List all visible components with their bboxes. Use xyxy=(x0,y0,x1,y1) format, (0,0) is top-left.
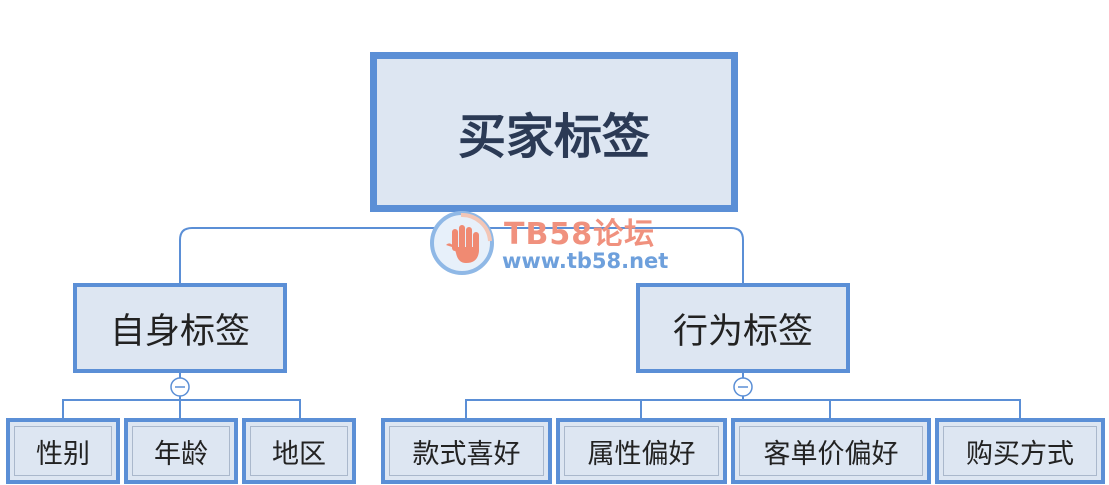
leaf-label-purchase-method: 购买方式 xyxy=(966,438,1074,470)
watermark-title: TB58论坛 xyxy=(504,217,656,252)
collapse-toggle-left[interactable] xyxy=(170,377,190,397)
right-branch-bar xyxy=(465,399,1021,418)
leaf-label-region: 地区 xyxy=(272,438,326,470)
leaf-label-gender: 性别 xyxy=(36,438,90,470)
branch-label-behavior: 行为标签 xyxy=(672,311,813,352)
leaf-label-style-preference: 款式喜好 xyxy=(412,438,521,470)
leaf-label-price-preference: 客单价偏好 xyxy=(763,438,899,470)
collapse-toggle-right[interactable] xyxy=(733,377,753,397)
leaf-label-attribute-preference: 属性偏好 xyxy=(587,438,696,470)
branch-label-self: 自身标签 xyxy=(109,311,250,352)
leaf-node-region[interactable]: 地区 xyxy=(242,418,356,484)
branch-node-behavior[interactable]: 行为标签 xyxy=(636,283,850,373)
watermark: TB58论坛 www.tb58.net xyxy=(428,207,688,279)
leaf-label-age: 年龄 xyxy=(154,438,208,470)
watermark-url: www.tb58.net xyxy=(502,249,669,273)
leaf-node-style-preference[interactable]: 款式喜好 xyxy=(381,418,552,484)
left-branch-bar xyxy=(62,399,301,418)
hand-logo-icon xyxy=(430,211,494,275)
branch-node-self[interactable]: 自身标签 xyxy=(73,283,287,373)
leaf-node-gender[interactable]: 性别 xyxy=(6,418,120,484)
leaf-node-attribute-preference[interactable]: 属性偏好 xyxy=(556,418,727,484)
root-node[interactable]: 买家标签 xyxy=(370,52,738,212)
leaf-node-price-preference[interactable]: 客单价偏好 xyxy=(731,418,931,484)
leaf-node-age[interactable]: 年龄 xyxy=(124,418,238,484)
root-label: 买家标签 xyxy=(457,109,650,165)
leaf-node-purchase-method[interactable]: 购买方式 xyxy=(935,418,1105,484)
